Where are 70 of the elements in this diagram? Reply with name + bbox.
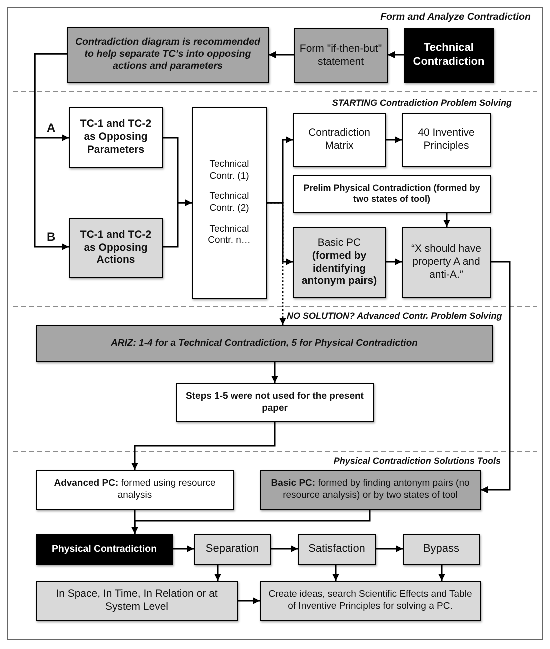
box-label: Create ideas, search Scientific Effects and Table of Inventive Principles for solving a PC. xyxy=(268,589,474,613)
process-box xyxy=(402,113,491,167)
box-label: Separation xyxy=(206,542,260,556)
box-label: Technical Contr. n… xyxy=(207,224,252,247)
arrow xyxy=(438,565,446,581)
arrow xyxy=(173,546,194,552)
arrow xyxy=(238,598,260,604)
section-heading: NO SOLUTION? Advanced Contr. Problem Solving xyxy=(287,311,502,322)
process-box xyxy=(294,28,388,83)
box-label: Technical Contr. (1) xyxy=(208,159,250,182)
process-box xyxy=(298,534,376,565)
arrow xyxy=(214,565,222,581)
edge-label: A xyxy=(46,122,57,134)
box-label: Physical Contradiction xyxy=(52,544,157,556)
dotted-arrow xyxy=(267,202,286,325)
box-label: Steps 1-5 were not used for the present paper xyxy=(185,390,365,414)
section-heading: Form and Analyze Contradiction xyxy=(380,12,531,24)
process-box xyxy=(260,581,481,621)
process-box xyxy=(36,325,493,362)
box-label: Form "if-then-but" statement xyxy=(299,42,383,68)
box-label: “X should have property A and anti-A.” xyxy=(410,243,483,282)
process-box xyxy=(36,581,238,621)
process-box xyxy=(403,534,480,565)
arrow xyxy=(132,510,371,534)
process-box xyxy=(69,218,163,278)
arrow xyxy=(481,261,511,494)
box-label: Advanced PC: formed using resource analysis xyxy=(53,478,217,502)
arrow xyxy=(332,565,340,581)
arrow xyxy=(386,136,402,144)
box-label: Bypass xyxy=(423,542,460,556)
box-label: In Space, In Time, In Relation or at System Level xyxy=(55,588,219,614)
box-label: ARIZ: 1-4 for a Technical Contradiction, 5 for Physical Contradiction xyxy=(111,338,418,350)
arrow xyxy=(388,52,404,58)
process-box xyxy=(69,107,163,168)
box-label: Satisfaction xyxy=(308,542,366,556)
process-box xyxy=(36,470,234,510)
process-box xyxy=(176,383,374,422)
arrow xyxy=(376,546,403,552)
process-box xyxy=(192,107,267,299)
process-box xyxy=(293,227,386,298)
box-label: Technical Contradiction xyxy=(412,42,486,69)
box-label: 40 Inventive Principles xyxy=(417,127,476,153)
section-heading: Physical Contradiction Solutions Tools xyxy=(334,456,501,467)
process-box xyxy=(402,227,491,298)
arrow xyxy=(267,202,293,266)
box-label: Technical Contr. (2) xyxy=(208,191,250,215)
arrow xyxy=(269,52,294,58)
arrow xyxy=(386,258,402,266)
arrow xyxy=(272,362,278,383)
arrow xyxy=(34,53,69,250)
section-heading: STARTING Contradiction Problem Solving xyxy=(332,98,512,109)
process-box xyxy=(36,534,173,565)
process-box xyxy=(404,28,494,83)
box-label: Basic PC: formed by finding antonym pairs (no resource analysis) or by two states of tool xyxy=(270,478,471,502)
process-box xyxy=(260,470,481,510)
box-label: TC-1 and TC-2 as Opposing Parameters xyxy=(79,118,153,157)
box-label: Contradiction Matrix xyxy=(308,127,372,153)
process-box xyxy=(67,27,269,83)
process-box xyxy=(194,534,271,565)
arrow xyxy=(271,546,298,552)
process-box xyxy=(293,113,386,167)
arrow xyxy=(132,422,276,470)
box-label: TC-1 and TC-2 as Opposing Actions xyxy=(79,228,153,268)
arrow xyxy=(444,213,450,227)
edge-label: B xyxy=(46,231,57,243)
process-box xyxy=(293,175,491,213)
arrow xyxy=(163,200,192,248)
box-label: Prelim Physical Contradiction (formed by two states of tool) xyxy=(302,183,482,205)
box-label: Basic PC (formed by identifying antonym pairs) xyxy=(300,236,378,288)
box-label: Contradiction diagram is recommended to help separate TC’s into opposing actions and parameters xyxy=(74,37,262,73)
